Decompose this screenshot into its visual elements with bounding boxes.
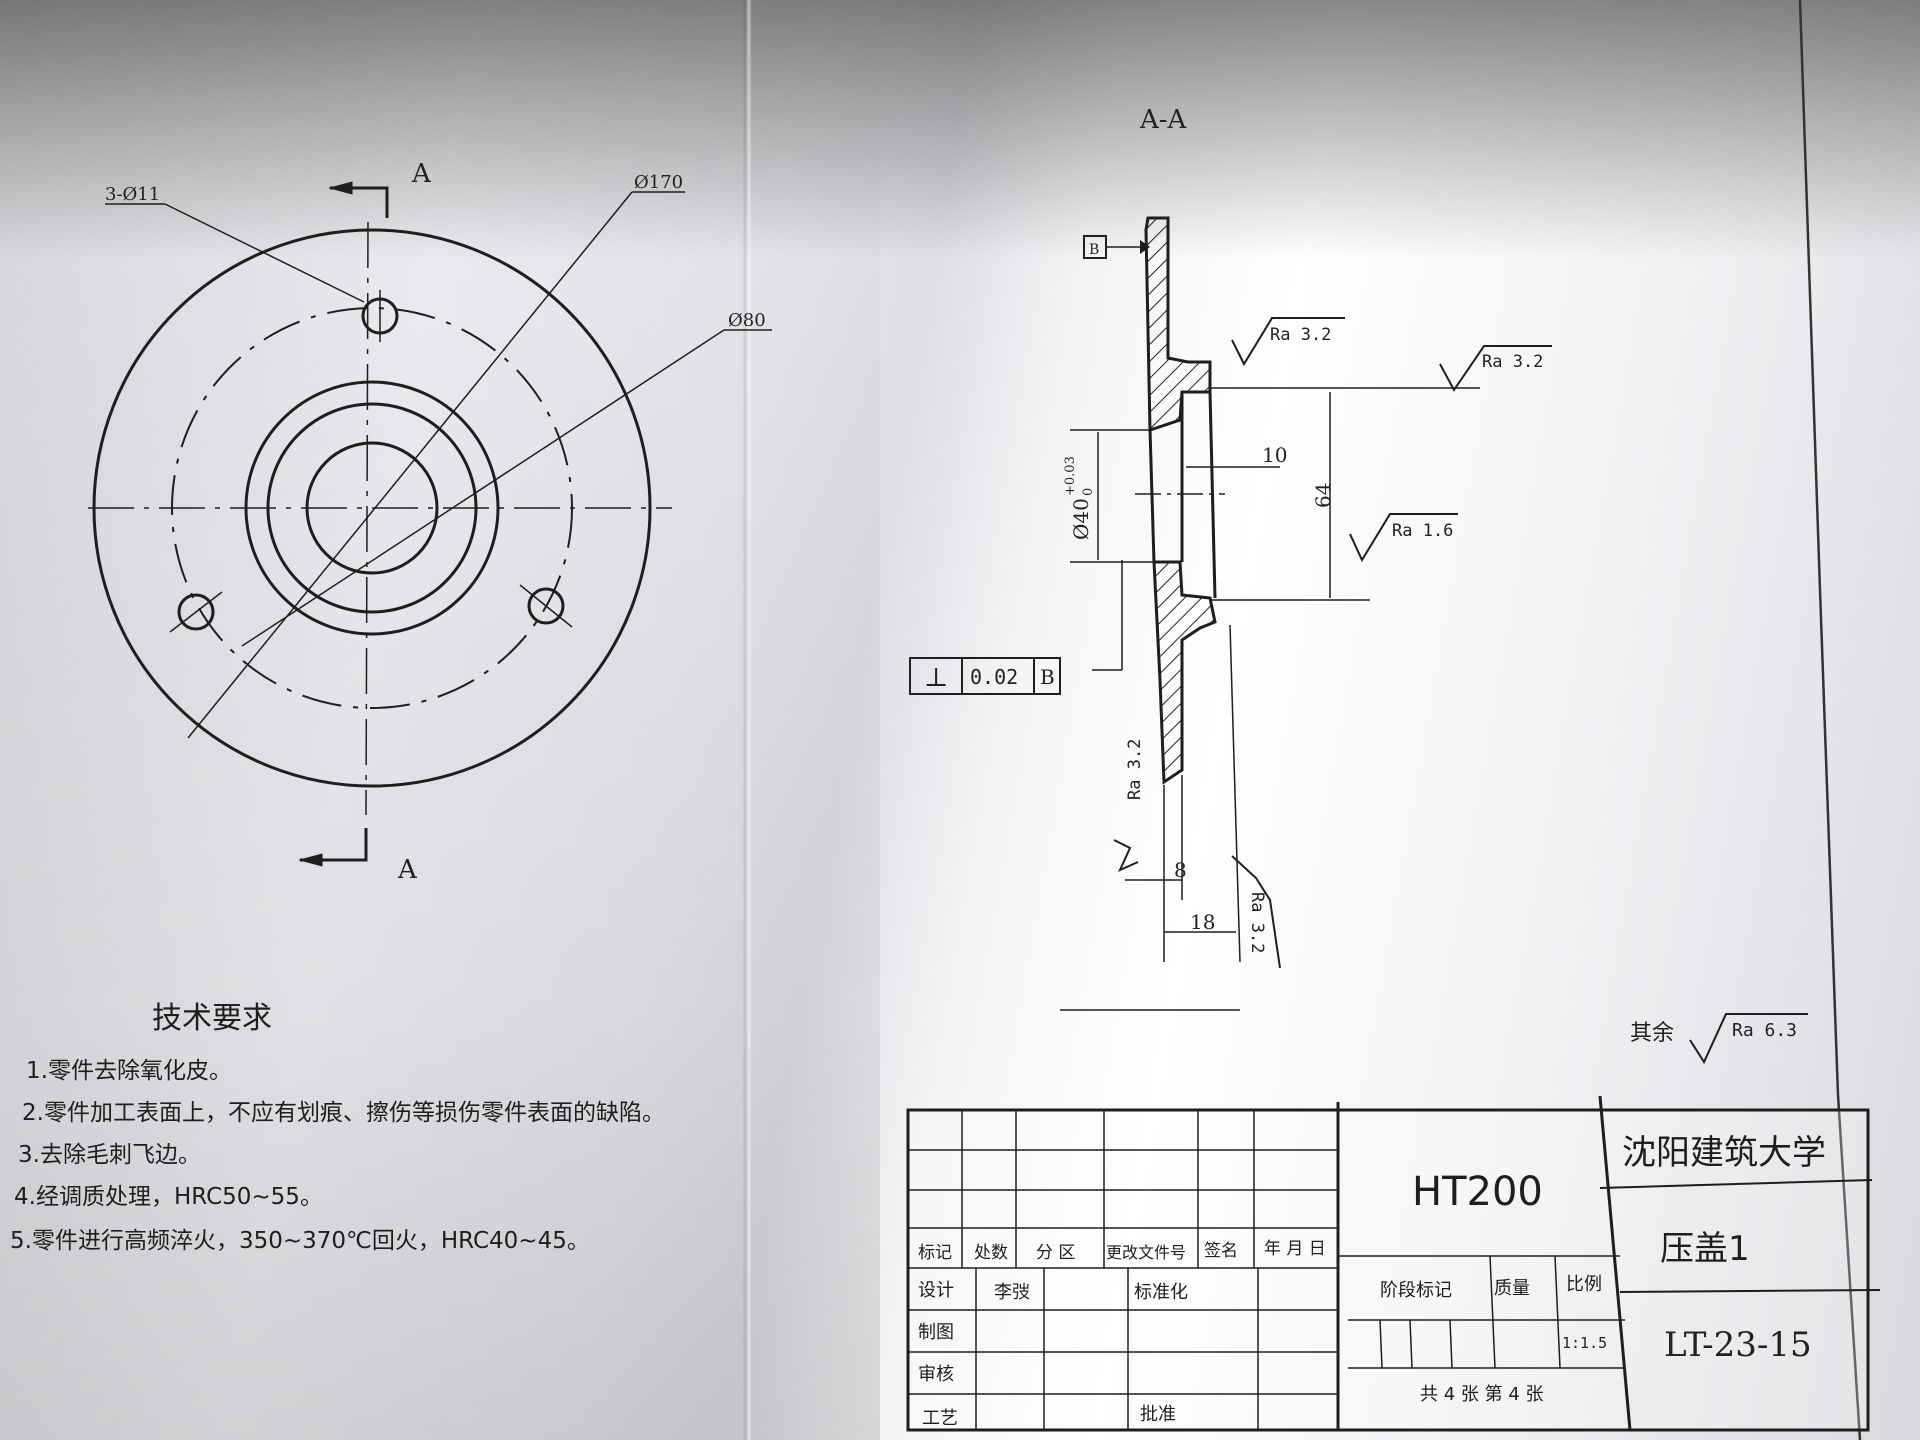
sheet-count: 共 4 张 第 4 张 bbox=[1420, 1384, 1544, 1405]
other-roughness-label: 其余 bbox=[1630, 1021, 1674, 1046]
bolt-hole-right bbox=[527, 587, 565, 625]
tolerance-value: 0.02 bbox=[970, 665, 1018, 689]
row-review-label: 审核 bbox=[918, 1364, 954, 1385]
header-count: 处数 bbox=[974, 1243, 1008, 1263]
roughness-symbol-left bbox=[1113, 839, 1139, 872]
header-zone: 分 区 bbox=[1036, 1243, 1075, 1263]
dim-bore-lower: 0 bbox=[1081, 488, 1096, 496]
roughness-top1-label: Ra 3.2 bbox=[1270, 325, 1331, 345]
roughness-symbol-top1 bbox=[1231, 317, 1345, 367]
perpendicularity-frame bbox=[909, 657, 1061, 695]
scale-value: 1:1.5 bbox=[1562, 1334, 1607, 1352]
section-marker-top: A bbox=[411, 159, 432, 189]
tech-title: 技术要求 bbox=[152, 1001, 272, 1036]
dim-bore-base: Ø40 bbox=[1069, 498, 1093, 540]
row-draw-label: 制图 bbox=[918, 1322, 954, 1343]
section-marker-bottom: A bbox=[397, 855, 418, 885]
mass-label: 质量 bbox=[1494, 1278, 1530, 1299]
cut-marker-bottom bbox=[300, 828, 368, 862]
roughness-symbol-other bbox=[1689, 1013, 1808, 1065]
roughness-symbol-mid bbox=[1349, 513, 1458, 563]
header-change-doc: 更改文件号 bbox=[1106, 1243, 1186, 1262]
standardize-label: 标准化 bbox=[1134, 1282, 1188, 1303]
school-label: 沈阳建筑大学 bbox=[1622, 1133, 1826, 1173]
title-block bbox=[906, 1095, 1881, 1432]
tech-item-5: 5.零件进行高频淬火，350~370℃回火，HRC40~45。 bbox=[10, 1228, 590, 1254]
tolerance-symbol: ⊥ bbox=[924, 663, 948, 693]
tech-item-4: 4.经调质处理，HRC50~55。 bbox=[14, 1184, 323, 1210]
flange-section-upper bbox=[1144, 216, 1212, 433]
header-date: 年 月 日 bbox=[1264, 1239, 1326, 1259]
designer-name: 李弢 bbox=[994, 1282, 1030, 1303]
row-process-label: 工艺 bbox=[922, 1408, 958, 1429]
tech-item-3: 3.去除毛刺飞边。 bbox=[18, 1142, 201, 1168]
other-roughness-value: Ra 6.3 bbox=[1732, 1020, 1797, 1041]
roughness-mid-label: Ra 1.6 bbox=[1392, 521, 1453, 541]
dim-18-label: 18 bbox=[1190, 910, 1215, 934]
part-name-label: 压盖1 bbox=[1660, 1229, 1750, 1269]
stage-mark-label: 阶段标记 bbox=[1380, 1280, 1452, 1301]
drawing-border bbox=[1798, 0, 1862, 1440]
front-view bbox=[88, 181, 772, 867]
tech-item-2: 2.零件加工表面上，不应有划痕、擦伤等损伤零件表面的缺陷。 bbox=[22, 1100, 665, 1126]
section-title: A-A bbox=[1139, 105, 1188, 135]
bolt-circle-label: Ø80 bbox=[728, 310, 766, 331]
drawing-number-label: LT-23-15 bbox=[1664, 1325, 1812, 1365]
roughness-bottom-label: Ra 3.2 bbox=[1247, 892, 1267, 953]
bolt-hole-left bbox=[177, 593, 215, 631]
dim-8-label: 8 bbox=[1174, 858, 1187, 882]
dim-64-label: 64 bbox=[1311, 483, 1335, 508]
roughness-top2-label: Ra 3.2 bbox=[1482, 352, 1543, 372]
material-label: HT200 bbox=[1412, 1169, 1543, 1215]
outer-diameter-label: Ø170 bbox=[634, 172, 683, 193]
flange-section-lower bbox=[1152, 560, 1217, 785]
approve-label: 批准 bbox=[1140, 1404, 1176, 1425]
holes-label: 3-Ø11 bbox=[105, 184, 160, 205]
bore-dimension: Ø40 +0.03 0 bbox=[1063, 456, 1096, 540]
scale-label: 比例 bbox=[1566, 1274, 1602, 1295]
dim-10-label: 10 bbox=[1262, 443, 1287, 467]
dim-bore-upper: +0.03 bbox=[1063, 456, 1078, 496]
row-design-label: 设计 bbox=[918, 1280, 954, 1301]
cut-marker-top bbox=[330, 186, 389, 218]
roughness-symbol-top2 bbox=[1439, 345, 1552, 392]
section-view bbox=[1060, 216, 1808, 1065]
tech-item-1: 1.零件去除氧化皮。 bbox=[26, 1058, 232, 1084]
datum-letter: B bbox=[1089, 242, 1099, 258]
roughness-left-label: Ra 3.2 bbox=[1125, 739, 1145, 800]
header-mark: 标记 bbox=[918, 1243, 952, 1263]
roughness-symbol-bottom bbox=[1231, 855, 1281, 969]
header-signature: 签名 bbox=[1204, 1241, 1238, 1261]
tolerance-datum: B bbox=[1040, 665, 1055, 689]
